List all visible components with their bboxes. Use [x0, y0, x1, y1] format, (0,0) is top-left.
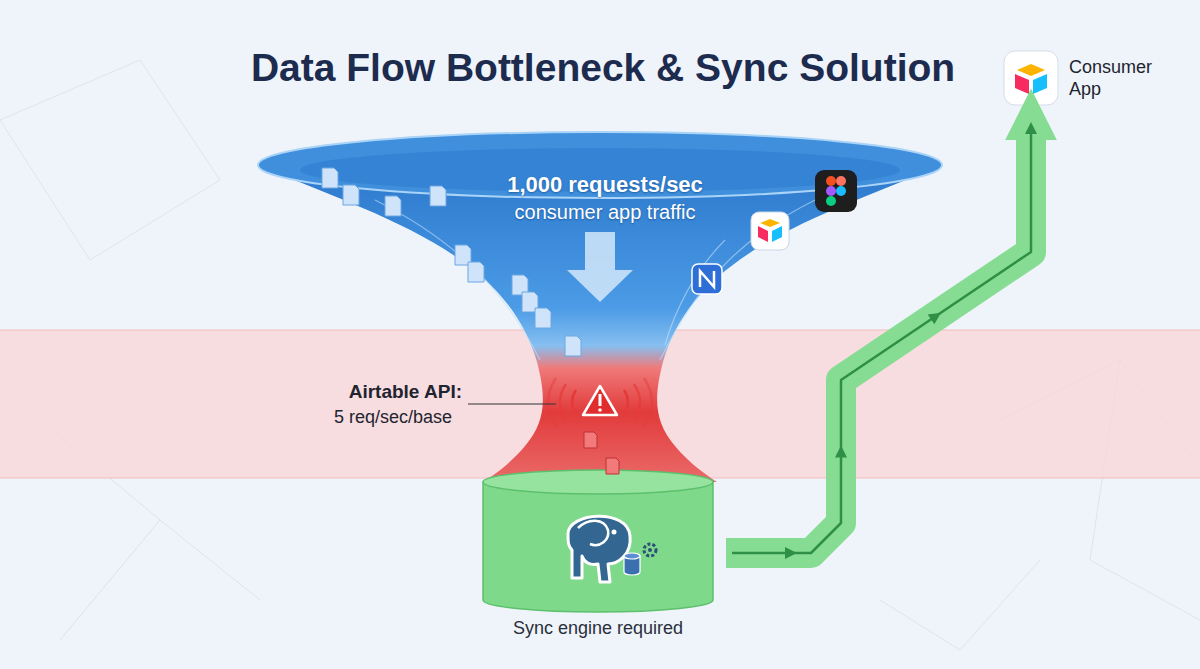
warning-waves — [548, 378, 652, 426]
traffic-rate: 1,000 requests/sec — [395, 172, 815, 198]
consumer-app: Consumer App — [1003, 50, 1173, 108]
airtable-icon — [751, 212, 789, 250]
flow-streaks — [375, 200, 815, 360]
flow-chevron — [835, 446, 847, 458]
gear-symbol — [644, 544, 656, 556]
leader-line — [468, 403, 556, 404]
down-arrow — [567, 232, 633, 302]
sync-database: Sync engine required — [470, 466, 726, 648]
flow-chevron — [928, 308, 945, 325]
node-caption: Sync engine required — [470, 618, 726, 640]
figma-icon — [815, 170, 857, 212]
network-lines — [0, 60, 1200, 650]
flow-chevron — [785, 547, 797, 559]
database-cylinder — [470, 466, 726, 616]
funnel-body — [258, 165, 942, 482]
app-name: Consumer App — [1069, 57, 1169, 100]
app-icon — [1003, 50, 1059, 106]
diagram-title: Data Flow Bottleneck & Sync Solution — [200, 46, 1006, 90]
document-icons — [322, 168, 619, 474]
flow-band — [726, 130, 1031, 553]
notion-icon — [692, 264, 722, 294]
callout-title: Airtable API: — [240, 381, 462, 403]
callout-value: 5 req/sec/base — [240, 407, 452, 428]
warning-symbol — [583, 386, 617, 415]
flow-line — [732, 128, 1031, 553]
funnel-node: 1,000 requests/secconsumer app traffic — [255, 130, 945, 482]
sync-flow-arrow — [726, 128, 1031, 559]
traffic-description: consumer app traffic — [395, 200, 815, 224]
postgres-elephant — [568, 516, 630, 582]
funnel-rim — [258, 132, 942, 198]
database-mini — [624, 553, 640, 575]
